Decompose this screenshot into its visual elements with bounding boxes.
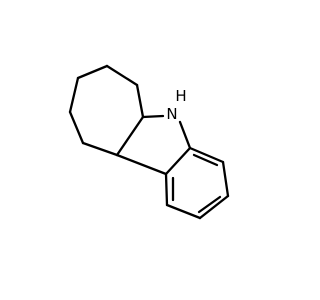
bond-c4b-c9a: [115, 153, 168, 176]
bond-n-c10a: [178, 120, 192, 150]
bond-c10a-c4b: [164, 146, 192, 176]
bond-c4a-n: [141, 114, 165, 119]
nitrogen-label: N: [166, 105, 177, 123]
bond-c9a-c4a: [115, 115, 145, 157]
bond-c8-c9: [68, 110, 85, 145]
molecule-structure: N H: [68, 64, 230, 220]
bond-c4-c4b: [164, 172, 169, 207]
bond-c6-c7: [76, 64, 109, 80]
bond-c2-c3: [198, 194, 230, 220]
hydrogen-label: H: [175, 87, 186, 105]
bond-c10a-c1: [188, 146, 225, 164]
bond-c1-c2: [221, 160, 230, 198]
bond-c5-c6: [105, 64, 139, 87]
benzene-ring: [164, 146, 230, 220]
bond-c4a-c5: [135, 83, 145, 119]
double-bond-c2-c3: [197, 195, 222, 214]
bond-c7-c8: [68, 76, 80, 114]
bond-c9-c9a: [81, 141, 119, 157]
bond-c3-c4: [165, 203, 202, 220]
double-bond-c10a-c1: [192, 153, 219, 167]
cycloheptane-ring: [68, 64, 145, 157]
pyrroline-ring: [115, 114, 192, 176]
molecule-canvas: N H: [68, 64, 230, 220]
nh-label: N H: [166, 87, 186, 123]
